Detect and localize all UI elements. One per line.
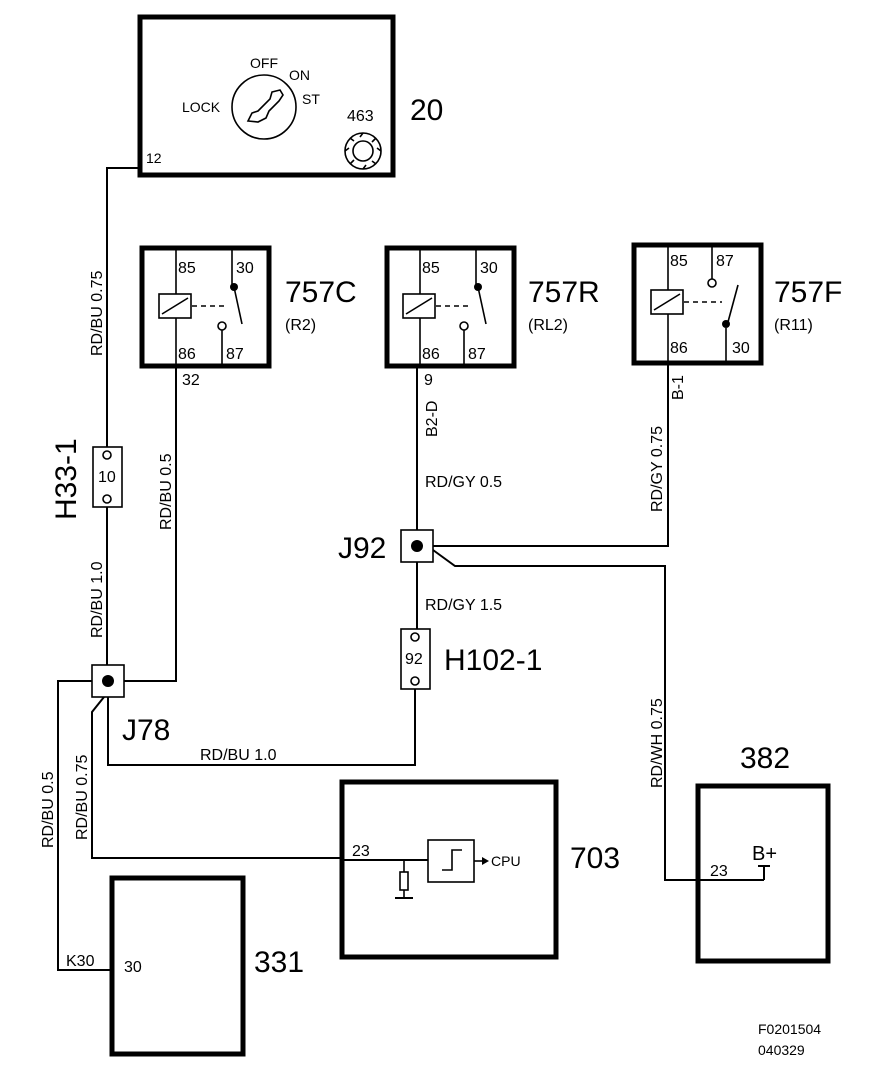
diagram-date: 040329 (758, 1042, 805, 1058)
junction-id-j92: J92 (338, 532, 386, 565)
connector-b-1: B-1 (670, 375, 687, 400)
component-id-757f: 757F (774, 276, 842, 309)
pin-85: 85 (178, 260, 196, 277)
pin-85: 85 (670, 253, 688, 270)
component-id-703: 703 (570, 842, 620, 875)
connector-32: 32 (182, 372, 200, 389)
relay-sub-label: (R11) (774, 317, 813, 334)
pin-86: 86 (670, 340, 688, 357)
module-331: 30 K30 331 (66, 875, 304, 1057)
module-382: B+ 23 382 (695, 742, 831, 964)
module-703: CPU 23 703 (339, 779, 620, 960)
junction-j78: J78 (91, 664, 170, 747)
component-id-20: 20 (410, 94, 443, 127)
relay-contact-icon (722, 320, 730, 328)
wire-label-2: RD/BU 0.5 (158, 453, 175, 530)
k30-label: K30 (66, 953, 95, 970)
ignition-switch-20: OFF ON ST LOCK 463 12 20 (137, 14, 443, 178)
pin-30: 30 (480, 260, 498, 277)
wire-label-5: RD/GY 0.75 (649, 426, 666, 512)
pin-30: 30 (732, 340, 750, 357)
relay-757c: 85 30 86 87 757C (R2) 32 (139, 245, 357, 389)
wire-label-4: RD/GY 0.5 (425, 474, 502, 491)
component-id-757r: 757R (528, 276, 600, 309)
switch-pos-on: ON (289, 67, 310, 83)
fuse-value: 92 (405, 651, 423, 668)
wires: RD/BU 0.75 RD/BU 0.5 RD/BU 1.0 RD/GY 0.5… (40, 167, 698, 971)
fuse-id-h33-1: H33-1 (50, 438, 83, 520)
pin-12: 12 (146, 150, 162, 166)
wire-label-1: RD/BU 0.75 (89, 271, 106, 356)
fuse-id-h102-1: H102-1 (444, 644, 542, 677)
junction-id-j78: J78 (122, 714, 170, 747)
wire-label-9: RD/BU 0.5 (40, 771, 57, 848)
fuse-h102-1: 92 H102-1 (400, 628, 542, 690)
fuse-value: 10 (98, 469, 116, 486)
relay-757f: 85 87 86 30 757F (R11) B-1 (631, 242, 842, 400)
wire-label-6: RD/GY 1.5 (425, 597, 502, 614)
key-symbol (246, 89, 284, 123)
pin-87: 87 (716, 253, 734, 270)
relay-coil-icon (650, 289, 684, 315)
relay-sub-label: (RL2) (528, 317, 568, 334)
switch-pos-off: OFF (250, 55, 278, 71)
connector-b2-d: B2-D (424, 401, 441, 437)
wire-label-3: RD/BU 1.0 (89, 561, 106, 638)
bplus-label: B+ (752, 843, 777, 865)
relay-757r: 85 30 86 87 757R (RL2) 9 B2-D (384, 245, 600, 437)
pin-23: 23 (352, 843, 370, 860)
cpu-label: CPU (491, 853, 521, 869)
pin-86: 86 (178, 346, 196, 363)
diagram-footer: F0201504 040329 (758, 1021, 821, 1058)
wire-label-7: RD/WH 0.75 (649, 698, 666, 788)
wire-label-8: RD/BU 1.0 (200, 747, 277, 764)
splice-icon (102, 675, 114, 687)
ignition-key-icon (231, 74, 297, 140)
sensor-463-icon (344, 132, 382, 170)
junction-j92: J92 (338, 529, 434, 565)
arrow-icon (482, 857, 489, 865)
resistor-icon (399, 871, 409, 891)
sub-component-id: 463 (347, 108, 374, 125)
component-id-331: 331 (254, 946, 304, 979)
pin-87: 87 (226, 346, 244, 363)
switch-pos-st: ST (302, 91, 320, 107)
relay-coil-icon (158, 293, 192, 319)
pin-30: 30 (236, 260, 254, 277)
switch-pos-lock: LOCK (182, 99, 221, 115)
pin-87: 87 (468, 346, 486, 363)
relay-coil-icon (402, 293, 436, 319)
component-id-757c: 757C (285, 276, 357, 309)
pin-86: 86 (422, 346, 440, 363)
wire-label-10: RD/BU 0.75 (74, 755, 91, 840)
pin-85: 85 (422, 260, 440, 277)
relay-sub-label: (R2) (285, 317, 316, 334)
connector-9: 9 (424, 372, 433, 389)
splice-icon (411, 540, 423, 552)
pin-30: 30 (124, 959, 142, 976)
pin-23: 23 (710, 863, 728, 880)
diagram-code: F0201504 (758, 1021, 821, 1037)
fuse-h33-1: 10 H33-1 (50, 438, 123, 520)
schmitt-trigger-icon (427, 839, 475, 883)
component-id-382: 382 (740, 742, 790, 775)
